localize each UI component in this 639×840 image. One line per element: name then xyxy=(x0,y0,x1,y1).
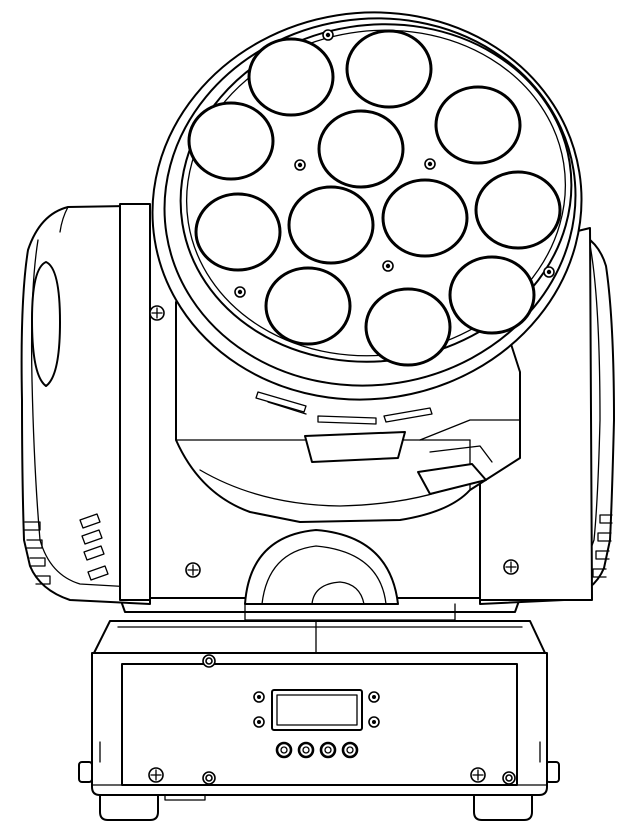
panel-screw xyxy=(253,691,265,703)
base-screw xyxy=(148,767,164,783)
lens-screw xyxy=(294,159,306,171)
right-foot xyxy=(473,789,533,821)
lens-screw xyxy=(382,260,394,272)
led-lens xyxy=(448,255,536,335)
led-lens xyxy=(474,170,562,250)
moving-head xyxy=(151,11,583,523)
panel-screw xyxy=(368,716,380,728)
yoke-screw xyxy=(149,305,165,321)
lens-ring-mid xyxy=(163,17,577,387)
control-button xyxy=(319,741,337,759)
base-screw xyxy=(202,654,216,668)
led-lens xyxy=(317,109,405,189)
base-screw xyxy=(470,767,486,783)
led-lens xyxy=(187,101,275,181)
yoke-arch xyxy=(244,529,399,605)
led-lens xyxy=(287,185,375,265)
lcd-display xyxy=(271,689,363,731)
lens-screw xyxy=(234,286,246,298)
led-lens xyxy=(434,85,522,165)
yoke-screw xyxy=(185,562,201,578)
lens-screw xyxy=(322,29,334,41)
control-button xyxy=(297,741,315,759)
left-handle xyxy=(31,261,61,387)
control-button xyxy=(275,741,293,759)
side-label xyxy=(417,463,487,495)
led-lens xyxy=(264,266,352,346)
head-vent xyxy=(255,391,433,425)
left-vent xyxy=(24,513,109,585)
lens-screw xyxy=(424,158,436,170)
right-vent xyxy=(592,514,613,578)
yoke-center-panel xyxy=(119,203,151,601)
left-foot xyxy=(99,789,159,821)
base-unit xyxy=(78,620,560,821)
led-array xyxy=(187,29,562,367)
control-button xyxy=(341,741,359,759)
led-lens xyxy=(194,192,282,272)
panel-screw xyxy=(368,691,380,703)
led-lens xyxy=(364,287,452,367)
led-lens xyxy=(247,37,335,117)
led-lens xyxy=(345,29,433,109)
left-side-knob xyxy=(78,761,93,783)
panel-screw xyxy=(253,716,265,728)
lens-screw xyxy=(543,266,555,278)
yoke-screw xyxy=(503,559,519,575)
base-screw xyxy=(502,771,516,785)
base-screw xyxy=(202,771,216,785)
rear-label xyxy=(304,431,406,463)
led-lens xyxy=(381,178,469,258)
base-top-bevel xyxy=(93,620,546,654)
